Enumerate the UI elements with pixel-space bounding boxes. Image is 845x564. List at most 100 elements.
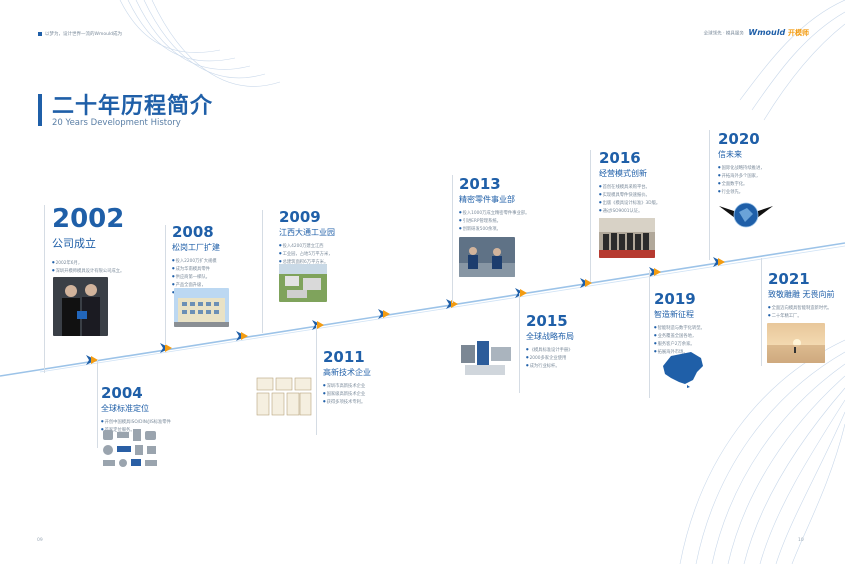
bullet: 投入1000万成立精密零件事业部。 [459,209,530,217]
event-bullets: 全面迈向模具智能制造新时代。 二十年精工厂。 [768,304,835,320]
event-bullets: 投入1000万成立精密零件事业部。 引进ERP管理系统。 创新研发500余项。 [459,209,530,233]
event-bullets: 首创在线模具采购平台。 实现模具零件快速报价。 出版《模具设计标准》3D版。 通… [599,183,661,215]
event-title: 松岗工厂扩建 [172,243,220,252]
bullet: 成为华南模具零件 [172,265,220,273]
bullet: 业务覆盖全国各地， [654,332,705,340]
event-bullets: 开创中国模具ISO/DIN/JIS标准零件 首家定位服务。 [101,418,171,434]
event-year: 2004 [101,384,143,402]
bullet: 全面数字化。 [718,180,765,188]
bullet: 创新研发500余项。 [459,225,529,233]
bullet: 开拓海外多个国家， [718,172,765,180]
event-2016: 2016 经营模式创新 首创在线模具采购平台。 实现模具零件快速报价。 出版《模… [599,151,660,215]
bullet: 投入4200万建立江西 [279,242,335,250]
header-right-text: 全球领先 · 模具服务 [703,31,744,37]
connector-2009 [262,210,263,333]
event-year: 2008 [172,223,214,241]
event-bullets: 《模具标准设计手册》 2000多家企业使用 成为行业标杆。 [526,346,574,370]
bullet: 获得多项技术专利。 [323,398,371,406]
bullet: 实现模具零件快速报价。 [599,191,660,199]
event-2020: 2020 信未来 国际化战略持续推进， 开拓海外多个国家， 全面数字化。 行业领… [718,132,765,196]
bullet: 智能制造与数字化转型。 [654,324,705,332]
bullet: 投入2200万扩大规模 [172,257,220,265]
connector-2013 [452,175,453,303]
event-year: 2011 [323,348,365,366]
bullet: 二十年精工厂。 [768,312,835,320]
bullet: 2002年6月， [52,259,124,267]
event-title: 高新技术企业 [323,368,371,377]
connector-2021 [761,258,762,366]
connector-2019 [649,270,650,398]
event-title: 精密零件事业部 [459,195,515,204]
bullet: 《模具标准设计手册》 [526,346,574,354]
bullet: 2000多家企业使用 [526,354,574,362]
title-accent-bar [38,94,42,126]
connector-2004 [97,360,98,448]
bullet: 首家定位服务。 [101,426,171,434]
globe-wings-icon [719,202,773,228]
header-right: 全球领先 · 模具服务 Wmould 开模师 [704,28,809,38]
bullet: 首创在线模具采购平台。 [599,183,660,191]
brand-logo: Wmould 开模师 [748,28,809,37]
event-bullets: 智能制造与数字化转型。 业务覆盖全国各地， 服务客户2万余家。 拓展海外市场。 [654,324,705,356]
connector-2011 [316,325,317,435]
bullet: 国际化战略持续推进， [718,164,765,172]
event-2008: 2008 松岗工厂扩建 投入2200万扩大规模 成为华南模具零件 供应商第一梯队… [172,225,220,297]
event-2011: 2011 高新技术企业 深圳市高新技术企业 国家级高新技术企业 获得多项技术专利… [323,350,371,406]
connector-2016 [590,150,591,282]
bullet: 全面迈向模具智能制造新时代。 [768,304,835,312]
photo-team [599,218,655,258]
bullet: 产品全面升级， [172,281,220,289]
connector-2002 [44,205,45,373]
event-2019: 2019 智造新征程 智能制造与数字化转型。 业务覆盖全国各地， 服务客户2万余… [654,292,705,356]
connector-2008 [165,225,166,345]
bullet: 开创中国模具ISO/DIN/JIS标准零件 [101,418,171,426]
bullet: 成为行业标杆。 [526,362,574,370]
page-number-right: 10 [798,538,804,543]
event-year: 2015 [526,312,568,330]
event-bullets: 2002年6月， 深圳开模师模具设计有限公司成立。 [52,259,125,275]
event-year: 2016 [599,149,641,167]
page-subtitle: 20 Years Development History [52,118,181,128]
bullet: 总建筑面积6万平方米。 [279,258,335,266]
event-title: 智造新征程 [654,310,694,319]
logo-cn: 开模师 [788,29,809,37]
bullet: 深圳开模师模具设计有限公司成立。 [52,267,125,275]
event-title: 全球标准定位 [101,404,149,413]
event-title: 公司成立 [52,237,96,250]
bullet: 通过ISO9001认证。 [599,207,660,215]
logo-en: Wmould [748,28,786,37]
event-year: 2021 [768,270,810,288]
photo-industrial-park [279,264,327,302]
bullet: 工业园，占地5万平方米， [279,250,335,258]
event-title: 经营模式创新 [599,169,647,178]
connector-2015 [519,293,520,393]
bullet: 深圳市高新技术企业 [323,382,371,390]
event-2015: 2015 全球战略布局 《模具标准设计手册》 2000多家企业使用 成为行业标杆… [526,314,574,370]
event-2021: 2021 致敬雕雕 无畏向前 全面迈向模具智能制造新时代。 二十年精工厂。 [768,272,835,320]
event-bullets: 国际化战略持续推进， 开拓海外多个国家， 全面数字化。 行业领先。 [718,164,765,196]
connector-2020 [709,130,710,260]
event-title: 江西大通工业园 [279,228,335,237]
photo-certificates [256,377,312,416]
event-2013: 2013 精密零件事业部 投入1000万成立精密零件事业部。 引进ERP管理系统… [459,177,529,233]
event-2004: 2004 全球标准定位 开创中国模具ISO/DIN/JIS标准零件 首家定位服务… [101,386,171,434]
photo-sunset [767,323,825,363]
event-year: 2013 [459,175,501,193]
bullet: 引进ERP管理系统。 [459,217,529,225]
event-2009: 2009 江西大通工业园 投入4200万建立江西 工业园，占地5万平方米， 总建… [279,210,335,266]
event-title: 致敬雕雕 无畏向前 [768,290,835,299]
china-map-icon [663,352,703,388]
bullet: 行业领先。 [718,188,765,196]
event-year: 2002 [52,204,125,234]
header-left-text: 以梦为，设计世界一流的Wmould成为 [45,32,123,37]
bullet: 服务客户2万余家。 [654,340,705,348]
bullet: 拓展海外市场。 [654,348,705,356]
event-year: 2009 [279,208,321,226]
event-2002: 2002 公司成立 2002年6月， 深圳开模师模具设计有限公司成立。 [52,206,124,275]
event-title: 全球战略布局 [526,332,574,341]
page-number-left: 09 [37,538,43,543]
header-left: 以梦为，设计世界一流的Wmould成为 [38,31,122,37]
bullet: 出版《模具设计标准》3D版。 [599,199,661,207]
bullet: 国家级高新技术企业 [323,390,371,398]
